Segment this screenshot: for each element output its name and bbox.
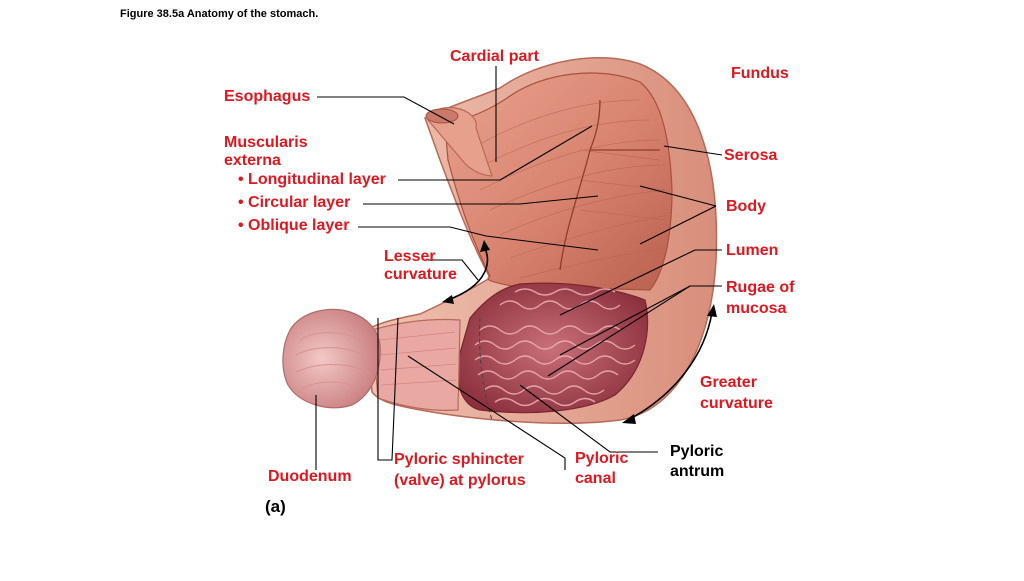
lesser-curvature-arrow [442, 240, 490, 304]
figure-caption: Figure 38.5a Anatomy of the stomach. [120, 8, 319, 20]
label-duodenum: Duodenum [268, 468, 352, 485]
duodenum-tube [282, 308, 381, 409]
label-pyloric-sphincter: Pyloric sphincter [394, 451, 524, 468]
label-rugae-mucosa: mucosa [726, 300, 787, 317]
duodenum-folds [295, 332, 369, 389]
label-lesser-curvature: curvature [384, 266, 457, 283]
label-pylorus-valve: (valve) at pylorus [394, 472, 526, 489]
label-serosa: Serosa [724, 147, 778, 164]
label-pyloric-canal-2: canal [575, 470, 616, 487]
greater-curvature-arrow [622, 304, 717, 424]
label-greater-curvature: curvature [700, 395, 773, 412]
pyloric-folds [379, 331, 457, 386]
label-fundus: Fundus [731, 65, 789, 82]
label-pyloric-antrum-1: Pyloric [670, 443, 724, 460]
label-muscularis: Muscularis [224, 134, 308, 151]
label-longitudinal-layer: • Longitudinal layer [238, 171, 386, 188]
lumen-rugae [456, 282, 649, 414]
leader-lines [315, 66, 723, 470]
label-cardial-part: Cardial part [450, 48, 539, 65]
label-lumen: Lumen [726, 242, 779, 259]
rugae-folds [474, 288, 636, 407]
layer-boundaries [559, 99, 660, 271]
label-esophagus: Esophagus [224, 88, 311, 105]
label-lesser: Lesser [384, 248, 436, 265]
label-greater: Greater [700, 374, 757, 391]
antrum-boundary [479, 317, 493, 421]
label-rugae: Rugae of [726, 279, 795, 296]
muscle-layers [444, 72, 673, 291]
muscle-fibres [469, 99, 669, 279]
label-body: Body [726, 198, 766, 215]
label-pyloric-antrum-2: antrum [670, 463, 725, 480]
panel-letter: (a) [265, 497, 286, 516]
label-oblique-layer: • Oblique layer [238, 217, 350, 234]
label-externa: externa [224, 152, 281, 169]
label-circular-layer: • Circular layer [238, 194, 351, 211]
label-pyloric-canal-1: Pyloric [575, 450, 629, 467]
